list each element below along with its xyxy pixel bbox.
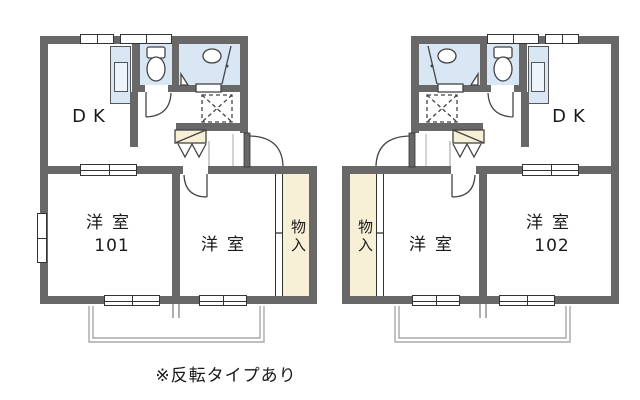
balcony-window (412, 295, 460, 306)
room-101-label: 洋室 101 (86, 212, 138, 258)
bathroom (179, 44, 240, 85)
dk-label: DK (552, 106, 592, 127)
wall (611, 36, 619, 304)
room-102-label: 洋室 102 (526, 212, 578, 258)
balcony (88, 304, 265, 343)
note-text: ※反転タイプあり (155, 366, 297, 386)
entrance-door-arc (243, 132, 284, 168)
closet-label: 物入 (289, 219, 307, 255)
wall (40, 36, 48, 304)
wall (479, 174, 487, 296)
wall (519, 44, 527, 92)
wall (411, 85, 527, 92)
wall (342, 166, 611, 174)
wall (172, 44, 179, 92)
window (80, 34, 114, 44)
wall (240, 36, 248, 133)
closet (350, 174, 376, 296)
closet-label: 物入 (356, 219, 374, 255)
wall (172, 174, 180, 296)
entrance-step-zigzag (452, 142, 482, 159)
wall (176, 123, 248, 131)
balcony-partition (172, 304, 180, 318)
room-102-number: 102 (534, 236, 570, 256)
room-101-name: 洋室 (86, 213, 138, 233)
wall (130, 92, 138, 147)
dk-label: DK (72, 106, 112, 127)
window (37, 213, 47, 263)
wall (40, 296, 317, 304)
room-sub-label: 洋室 (409, 235, 461, 255)
kitchen-sink-icon (114, 62, 128, 92)
closet-sliding-door (275, 174, 283, 296)
balcony-partition (479, 304, 487, 318)
wall (342, 296, 619, 304)
room-102-name: 洋室 (526, 213, 578, 233)
balcony-window (499, 295, 555, 306)
sliding-partition (522, 164, 579, 176)
closet (283, 174, 309, 296)
shoe-cabinet (174, 129, 207, 144)
washing-machine-space-icon (201, 94, 233, 123)
wall (411, 123, 483, 131)
room-101-number: 101 (94, 236, 130, 256)
balcony-window (199, 295, 247, 306)
wall (132, 85, 248, 92)
wall (309, 166, 317, 304)
shoe-cabinet (452, 129, 485, 144)
wall (411, 36, 419, 133)
entrance-door-arc (375, 132, 416, 168)
sliding-partition (80, 164, 137, 176)
entrance-step-zigzag (177, 142, 207, 159)
closet-sliding-door (376, 174, 384, 296)
wall (521, 92, 529, 147)
wall (342, 166, 350, 304)
window (120, 34, 172, 44)
wall (132, 44, 140, 92)
balcony (394, 304, 571, 343)
toilet-room (140, 44, 172, 85)
washing-machine-space-icon (426, 94, 458, 123)
kitchen-sink-icon (531, 62, 545, 92)
room-sub-label: 洋室 (201, 235, 253, 255)
wall (480, 44, 487, 92)
window (487, 34, 539, 44)
window (545, 34, 579, 44)
bathroom (419, 44, 480, 85)
toilet-room (487, 44, 519, 85)
wall (48, 166, 317, 174)
balcony-window (104, 295, 160, 306)
